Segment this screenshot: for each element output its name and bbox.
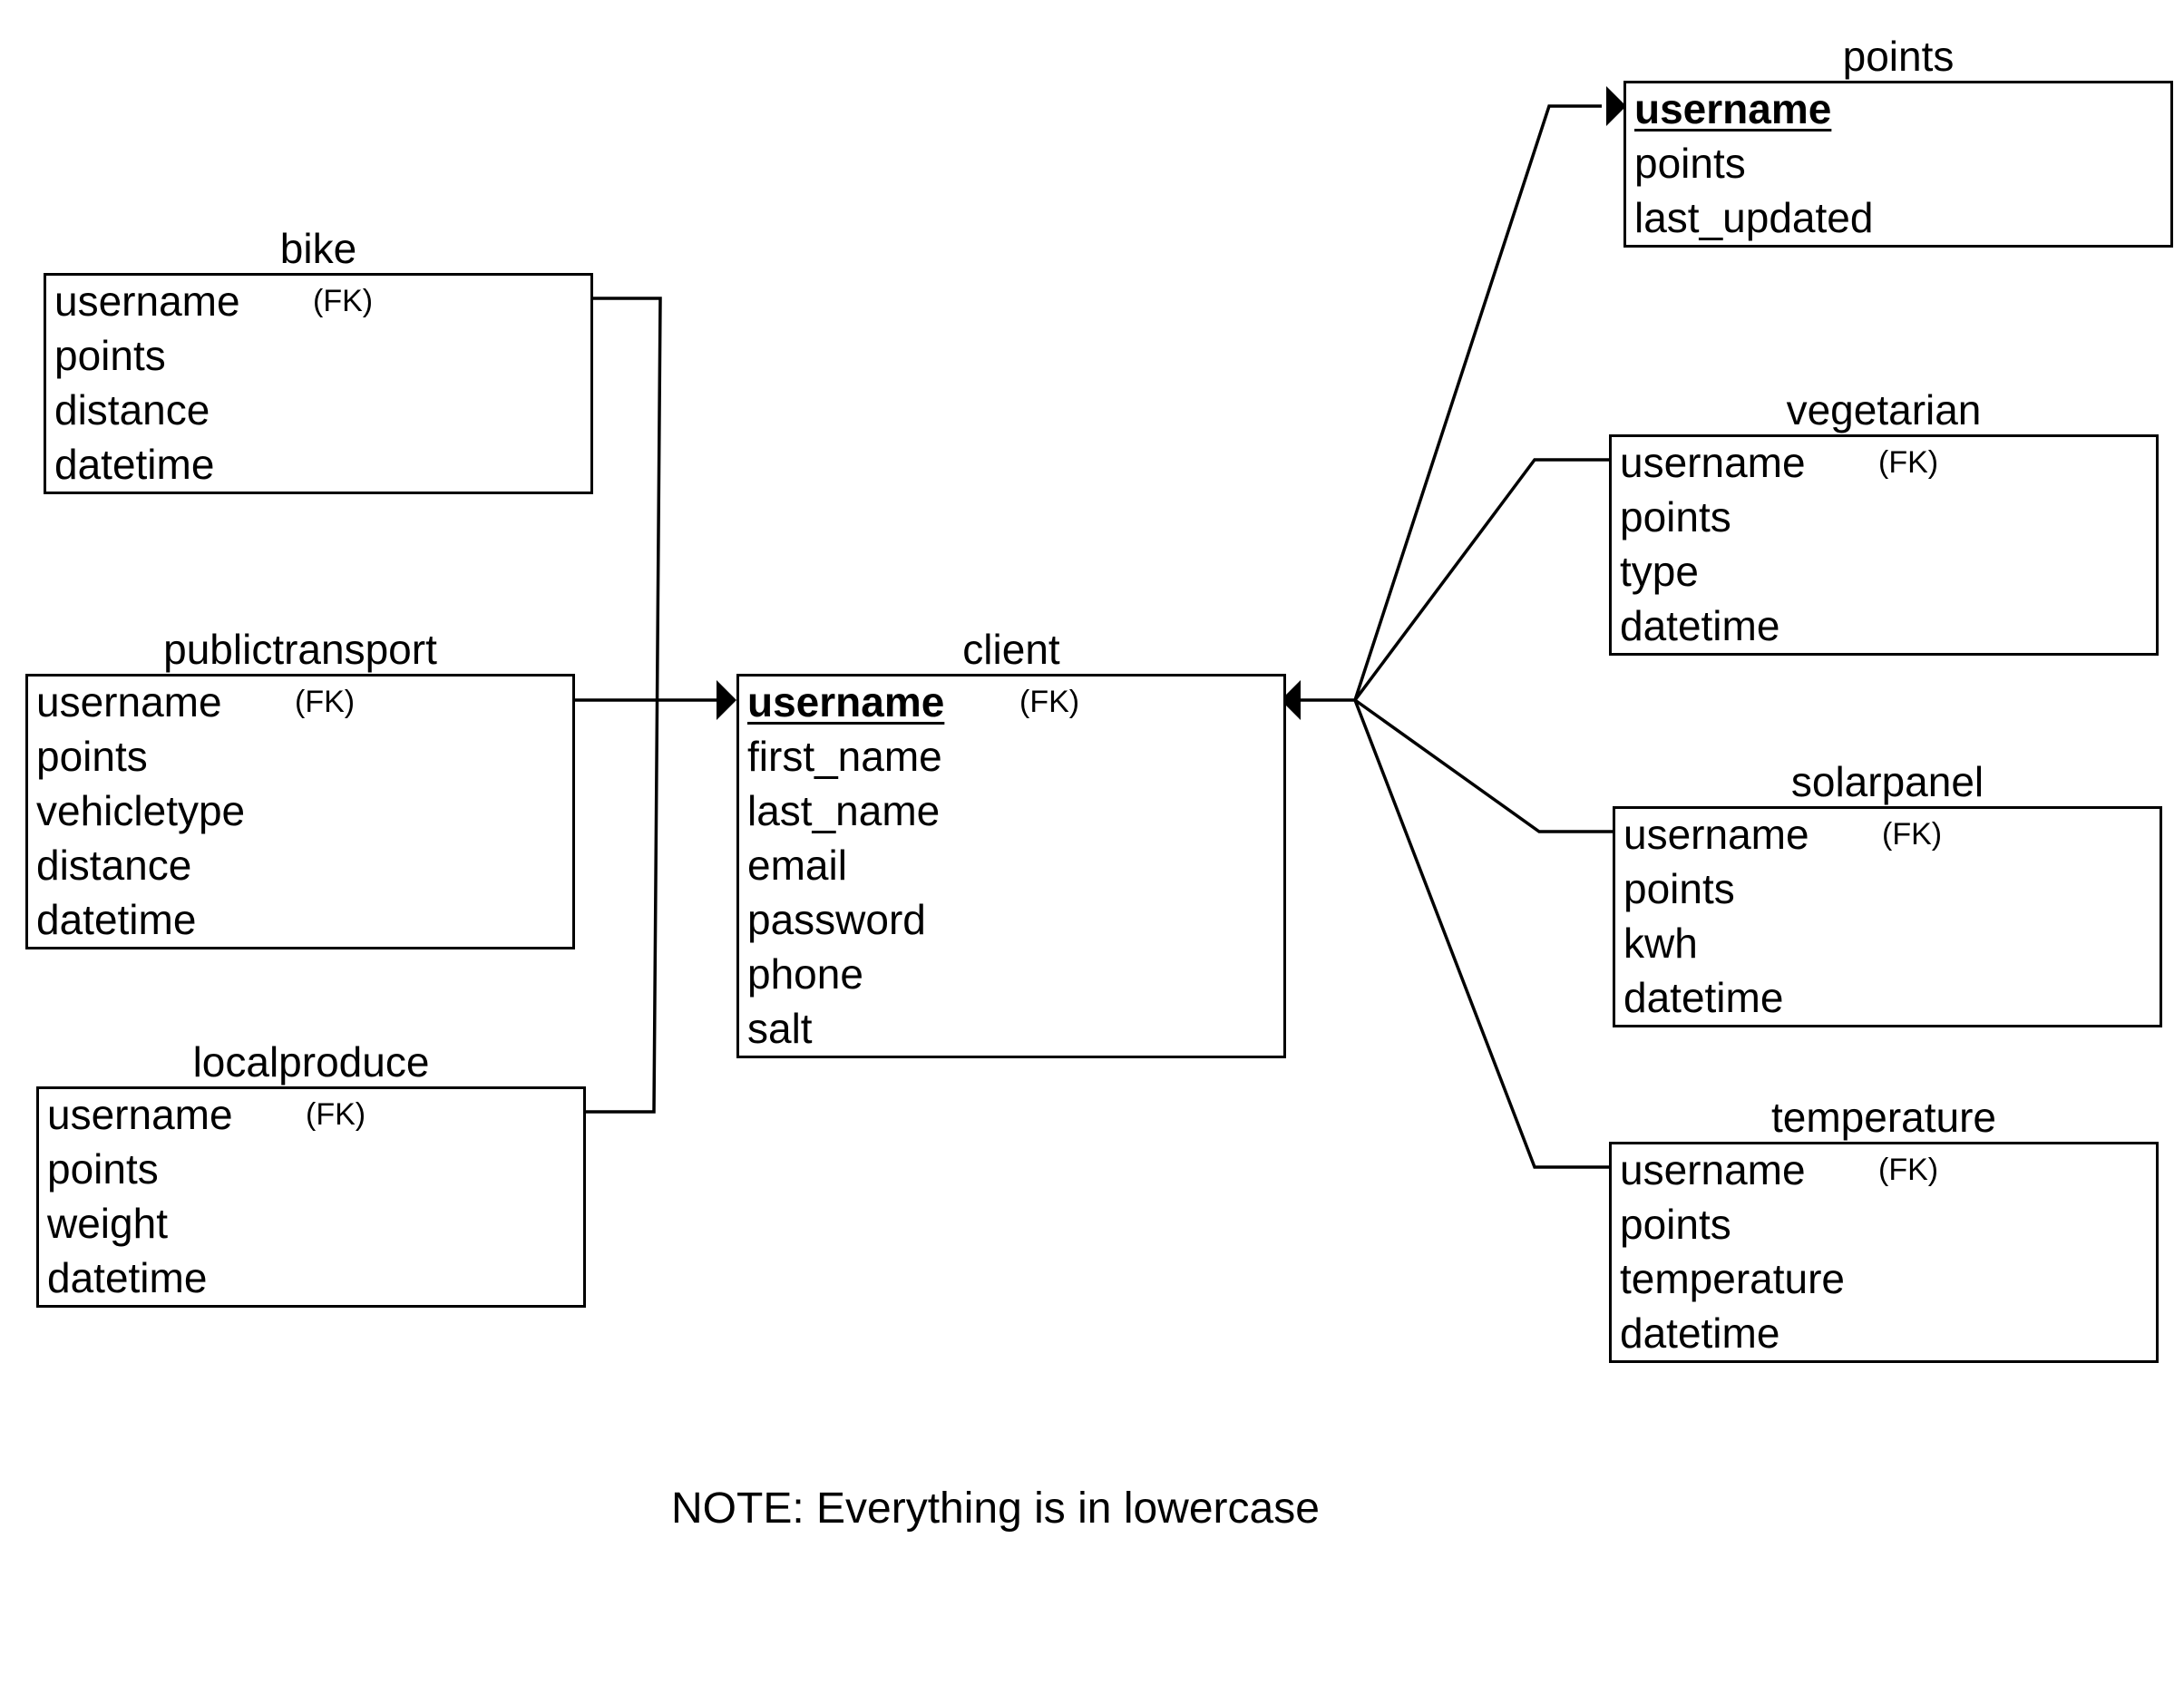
entity-localproduce: localproduce username (FK) points weight… [36,1040,586,1308]
fk-marker: (FK) [1878,1153,1939,1187]
attribute-first-name: first_name [747,733,942,780]
fk-marker: (FK) [313,284,374,318]
attribute-vehicletype: vehicletype [36,787,246,834]
attribute-datetime: datetime [54,441,215,488]
attribute-kwh: kwh [1623,920,1698,967]
entity-title: localproduce [192,1038,430,1086]
attribute-points: points [54,332,166,379]
attribute-temperature: temperature [1620,1255,1846,1302]
vegetarian-client-line [1353,458,1610,702]
entity-temperature: temperature username (FK) points tempera… [1609,1095,2159,1363]
attribute-points: points [1620,493,1731,540]
entity-bike: bike username (FK) points distance datet… [44,227,593,494]
entity-publictransport: publictransport username (FK) points veh… [25,628,575,949]
points-arrowhead [1606,86,1626,126]
entity-box: username (FK) points weight datetime [36,1086,586,1308]
entity-box: username (FK) points temperature datetim… [1609,1142,2159,1363]
entity-box: username (FK) points distance datetime [44,273,593,494]
entity-title: temperature [1770,1094,1996,1141]
fk-marker: (FK) [1019,685,1080,719]
client-right-arrowhead [1281,680,1301,720]
attribute-datetime: datetime [1623,974,1784,1021]
entity-client: client username (FK) first_name last_nam… [736,628,1286,1058]
entity-title: publictransport [163,626,437,673]
attribute-type: type [1620,548,1699,595]
entity-solarpanel: solarpanel username (FK) points kwh date… [1613,760,2162,1027]
bike-client-line [583,297,662,1114]
attribute-weight: weight [47,1200,168,1247]
client-left-arrowhead [717,680,736,720]
attribute-points: points [1623,865,1735,912]
attribute-points: points [36,733,148,780]
fk-marker: (FK) [1882,817,1943,852]
entity-title: points [1842,33,1955,80]
attribute-last-updated: last_updated [1634,194,1874,241]
attribute-username: username [36,678,222,725]
fk-marker: (FK) [306,1097,366,1132]
attribute-username: username [54,277,240,325]
attribute-points: points [1634,140,1746,187]
client-points-line [1353,104,1602,701]
entity-box: username points last_updated [1623,81,2173,248]
attribute-points: points [47,1145,159,1193]
attribute-distance: distance [36,842,192,889]
entity-title: bike [279,225,357,272]
attribute-last-name: last_name [747,787,941,834]
entity-points: points username points last_updated [1623,34,2173,248]
fk-marker: (FK) [295,685,356,719]
attribute-phone: phone [747,950,863,998]
attribute-username: username [1620,1146,1806,1193]
temperature-client-line [1353,699,1610,1169]
fk-marker: (FK) [1878,445,1939,480]
attribute-email: email [747,842,847,889]
entity-vegetarian: vegetarian username (FK) points type dat… [1609,388,2159,656]
attribute-datetime: datetime [47,1254,208,1301]
attribute-datetime: datetime [1620,1309,1780,1357]
entity-box: username (FK) points type datetime [1609,434,2159,656]
entity-box: username (FK) first_name last_name email… [736,674,1286,1058]
attribute-password: password [747,896,926,943]
entity-title: vegetarian [1786,386,1982,433]
attribute-username: username [1620,439,1806,486]
primary-key-username: username [747,678,945,725]
entity-box: username (FK) points vehicletype distanc… [25,674,575,949]
entity-title: client [962,626,1060,673]
attribute-username: username [47,1091,233,1138]
attribute-username: username [1623,811,1809,858]
attribute-datetime: datetime [36,896,197,943]
attribute-distance: distance [54,386,210,433]
diagram-note: NOTE: Everything is in lowercase [671,1485,1320,1533]
entity-box: username (FK) points kwh datetime [1613,806,2162,1027]
solarpanel-client-line [1353,698,1613,833]
entity-title: solarpanel [1790,758,1984,805]
attribute-datetime: datetime [1620,602,1780,649]
attribute-points: points [1620,1201,1731,1248]
primary-key-username: username [1634,85,1832,132]
attribute-salt: salt [747,1005,813,1052]
